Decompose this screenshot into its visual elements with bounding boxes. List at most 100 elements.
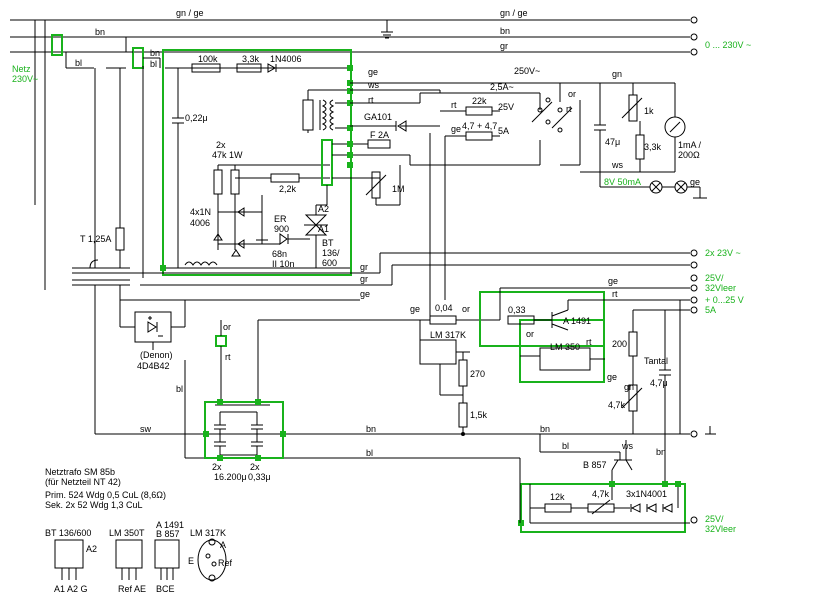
wire-bl-3: bl xyxy=(366,448,373,458)
er-1: ER xyxy=(274,214,287,224)
wire-bn: bn xyxy=(95,27,105,37)
bt-3: 600 xyxy=(322,258,337,268)
sw-250v: 250V~ xyxy=(514,66,540,76)
caps-l2: 16.200μ xyxy=(214,472,247,482)
meter-2: 200Ω xyxy=(678,150,700,160)
c68n-2: II 10n xyxy=(272,259,295,269)
bt-pins: A1 A2 G xyxy=(54,584,88,594)
wire-bn-right: bn xyxy=(656,447,666,457)
pot-47k: 4,7k xyxy=(608,400,626,410)
r-1k: 1k xyxy=(644,106,654,116)
r-100k: 100k xyxy=(198,54,218,64)
denon-1: (Denon) xyxy=(140,350,173,360)
caps-r2: 0,33μ xyxy=(248,472,271,482)
r-200: 200 xyxy=(612,339,627,349)
c-47u: 47μ xyxy=(605,137,620,147)
wire-bn-2: bn xyxy=(500,26,510,36)
wire-gr: gr xyxy=(500,41,508,51)
wire-bl-2: bl xyxy=(176,384,183,394)
transformer xyxy=(44,20,690,435)
wire-rt-6: rt xyxy=(586,337,592,347)
out-25v-2b: 32Vleer xyxy=(705,524,736,534)
d-1n4006: 1N4006 xyxy=(270,54,302,64)
wire-gnge-2: gn / ge xyxy=(500,8,528,18)
diodes-2: 4006 xyxy=(190,218,210,228)
r-22k: 22k xyxy=(472,96,487,106)
bt-2: 136/ xyxy=(322,248,340,258)
wire-bl: bl xyxy=(75,58,82,68)
r-47k-1: 2x xyxy=(216,140,226,150)
wire-or-2: or xyxy=(223,322,231,332)
wire-ge-5: ge xyxy=(608,276,618,286)
wire-ge-lamp: ge xyxy=(690,177,700,187)
wire-or-4: or xyxy=(526,329,534,339)
wire-bn-sw: bn xyxy=(150,48,160,58)
wire-rt-5: rt xyxy=(225,352,231,362)
lm317-a: A xyxy=(220,540,226,550)
caps-r1: 2x xyxy=(250,462,260,472)
output-adjust xyxy=(621,300,690,435)
output-connectors xyxy=(690,16,716,524)
r-3k3-b: 3,3k xyxy=(644,142,662,152)
wire-ge-2: ge xyxy=(451,124,461,134)
out-25v-2a: 25V/ xyxy=(705,514,724,524)
note-4: Sek. 2x 52 Wdg 1,3 CuL xyxy=(45,500,143,510)
out-230-label: 0 ... 230V ~ xyxy=(705,40,751,50)
fuse-f2a: F 2A xyxy=(370,130,389,140)
lm350: LM 350 xyxy=(550,342,580,352)
wire-ws-1: ws xyxy=(367,80,379,90)
r-270: 270 xyxy=(470,369,485,379)
b857: B 857 xyxy=(583,460,607,470)
wire-gr-1: gr xyxy=(360,262,368,272)
wire-rt-3: rt xyxy=(566,104,572,114)
r-1k5: 1,5k xyxy=(470,410,488,420)
out-25v-a: 25V/ xyxy=(705,273,724,283)
a1491: A 1491 xyxy=(563,316,591,326)
lm317-title: LM 317K xyxy=(190,528,226,538)
c68n-1: 68n xyxy=(272,249,287,259)
diodes-1: 4x1N xyxy=(190,207,211,217)
b857-pins: BCE xyxy=(156,584,175,594)
wire-ge-6: ge xyxy=(410,304,420,314)
lm317-e: E xyxy=(188,556,194,566)
current-limiter-box xyxy=(479,287,690,383)
wire-ge-7: ge xyxy=(607,372,617,382)
out-reg-b: 5A xyxy=(705,305,716,315)
switch-wiring xyxy=(350,82,581,320)
lm350-pins: Ref AE xyxy=(118,584,146,594)
wire-gnge: gn / ge xyxy=(176,8,204,18)
regulator-section xyxy=(419,315,490,436)
tantal-1: Tantal xyxy=(644,356,668,366)
lm350-title: LM 350T xyxy=(109,528,145,538)
wire-gn-1: gn xyxy=(612,69,622,79)
bt-a2: A2 xyxy=(318,204,329,214)
sw-25a: 2,5A~ xyxy=(490,82,514,92)
bt-a1: A1 xyxy=(318,224,329,234)
fuse-t125: T 1,25A xyxy=(80,234,111,244)
package-pinouts xyxy=(54,538,227,582)
wire-gn-4: gn xyxy=(624,382,634,392)
wire-rt-2: rt xyxy=(451,100,457,110)
out-25v-b: 32Vleer xyxy=(705,283,736,293)
r-12k: 12k xyxy=(550,492,565,502)
labels: Netz 230V~ 0 ... 230V ~ gn / ge gn / ge … xyxy=(12,8,751,594)
out-reg-a: + 0...25 V xyxy=(705,295,744,305)
lamp-8v: 8V 50mA xyxy=(604,177,641,187)
wire-bl-4: bl xyxy=(562,441,569,451)
c-022: 0,22μ xyxy=(185,113,208,123)
tantal-2: 4,7μ xyxy=(650,378,668,388)
r-3k3: 3,3k xyxy=(242,54,260,64)
r-47k-2: 47k 1W xyxy=(212,150,243,160)
lm317k: LM 317K xyxy=(430,330,466,340)
denon-2: 4D4B42 xyxy=(137,361,170,371)
bt-title: BT 136/600 xyxy=(45,528,91,538)
note-2: (für Netzteil NT 42) xyxy=(45,477,121,487)
r-004: 0,04 xyxy=(435,303,453,313)
wire-bn-low: bn xyxy=(366,424,376,434)
b857-title-2: B 857 xyxy=(156,529,180,539)
sw-5a: 5A xyxy=(498,126,509,136)
bottom-module xyxy=(518,434,690,533)
meter-circuit xyxy=(560,82,707,199)
